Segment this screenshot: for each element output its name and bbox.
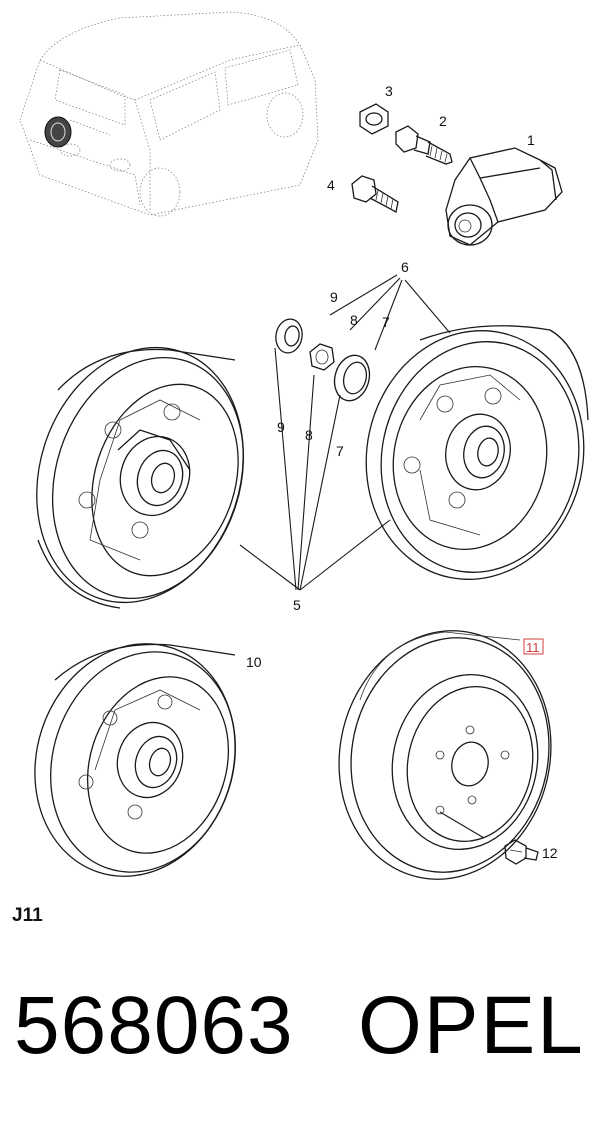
- callout-9-bottom: 9: [277, 419, 285, 435]
- part-9-washer: [275, 318, 303, 354]
- part-12-screw: [504, 839, 539, 865]
- callout-6: 6: [401, 259, 409, 275]
- highlighted-wheel-marker: [44, 116, 72, 148]
- section-code: J11: [12, 905, 43, 926]
- leader-lines: [239, 274, 485, 839]
- callout-7-bottom: 7: [336, 443, 344, 459]
- callout-2: 2: [439, 113, 447, 129]
- part-number: 568063: [14, 980, 294, 1071]
- part-4-bolt: [351, 175, 399, 213]
- wheel-rim-left: [36, 346, 245, 609]
- callout-3: 3: [385, 83, 393, 99]
- callout-10: 10: [246, 654, 262, 670]
- callout-5: 5: [293, 597, 301, 613]
- callout-8-top: 8: [350, 312, 358, 328]
- wheel-rim-right: [365, 325, 589, 580]
- callout-4: 4: [327, 177, 335, 193]
- callout-11: 11: [526, 640, 540, 655]
- part-8-nut: [309, 343, 335, 371]
- callout-1: 1: [527, 132, 535, 148]
- part-2-bleed-screw: [395, 125, 453, 165]
- callout-11-box: [523, 638, 544, 655]
- part-3-cap: [359, 103, 389, 135]
- car-illustration: [19, 11, 319, 217]
- part-1-wheel-cylinder: [445, 147, 563, 246]
- part-11-brake-drum: [338, 630, 552, 880]
- callout-8-bottom: 8: [305, 427, 313, 443]
- exploded-parts-diagram: 1 2 3 4 6 9 8 7 9 8 7 5 10 11 12: [19, 11, 589, 880]
- callout-12: 12: [542, 845, 558, 861]
- brand-name: OPEL: [358, 980, 585, 1071]
- part-7-seal-ring: [333, 354, 371, 402]
- callout-7-top: 7: [382, 314, 390, 330]
- callout-9-top: 9: [330, 289, 338, 305]
- wheel-rim-lower-left: [34, 643, 236, 877]
